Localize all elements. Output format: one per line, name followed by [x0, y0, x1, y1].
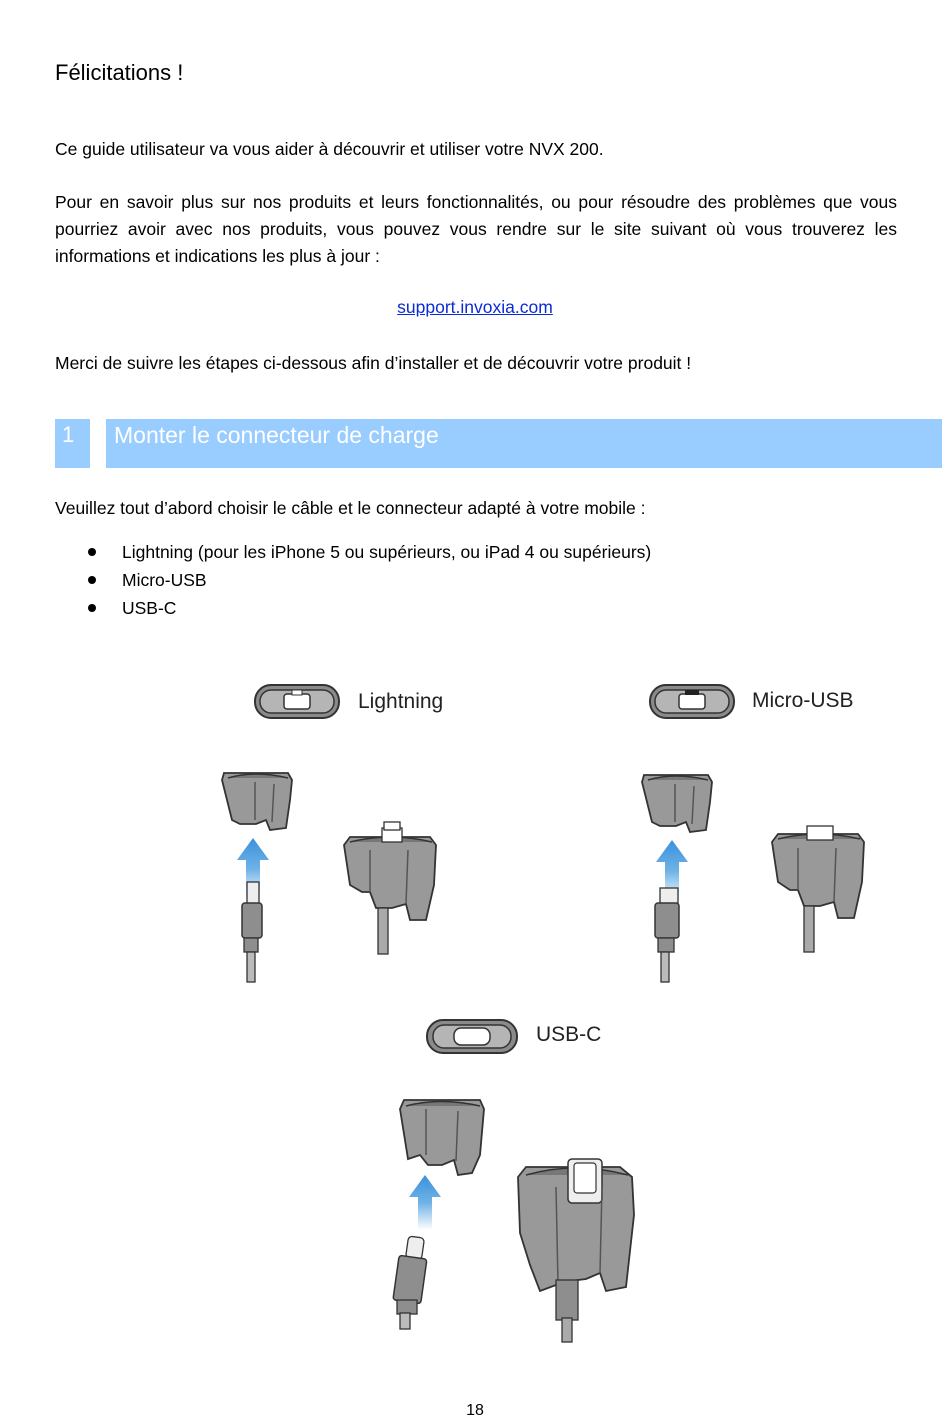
section-title: Monter le connecteur de charge [106, 419, 942, 468]
intro-paragraph-2: Pour en savoir plus sur nos produits et … [55, 192, 897, 266]
usbc-illustration [392, 1019, 635, 1343]
bullet-dot-icon [88, 548, 96, 556]
lightning-illustration [221, 684, 437, 983]
list-item: Micro-USB [55, 566, 651, 594]
support-link[interactable]: support.invoxia.com [397, 297, 553, 317]
microusb-cable-icon [654, 887, 680, 983]
upload-arrow-icon [409, 1175, 441, 1230]
microusb-adapter-icon [641, 774, 713, 833]
connector-list: Lightning (pour les iPhone 5 ou supérieu… [55, 538, 651, 622]
usbc-label: USB-C [536, 1023, 602, 1046]
microusb-assembled-icon [771, 825, 865, 953]
intro-paragraph-1: Ce guide utilisateur va vous aider à déc… [55, 139, 604, 159]
page-title: Félicitations ! [55, 60, 184, 85]
intro-paragraph-3: Merci de suivre les étapes ci-dessous af… [55, 353, 692, 373]
lightning-adapter-icon [221, 772, 293, 831]
section-number: 1 [55, 419, 90, 468]
microusb-label: Micro-USB [752, 689, 854, 712]
support-link-line: support.invoxia.com [0, 297, 950, 318]
lightning-assembled-icon [343, 821, 437, 955]
lightning-label: Lightning [358, 690, 444, 713]
usbc-adapter-icon [399, 1099, 485, 1177]
microusb-connector-top-icon [649, 684, 735, 719]
upload-arrow-icon [656, 840, 688, 902]
usbc-cable-icon [392, 1235, 428, 1330]
bullet-dot-icon [88, 604, 96, 612]
usbc-connector-top-icon [426, 1019, 518, 1054]
microusb-illustration [641, 684, 865, 983]
bullet-dot-icon [88, 576, 96, 584]
page-number: 18 [466, 1402, 484, 1419]
usbc-assembled-icon [517, 1158, 635, 1343]
upload-arrow-icon [237, 838, 269, 900]
list-item: USB-C [55, 594, 651, 622]
section-intro: Veuillez tout d’abord choisir le câble e… [55, 498, 646, 518]
lightning-cable-icon [241, 881, 263, 983]
list-item: Lightning (pour les iPhone 5 ou supérieu… [55, 538, 651, 566]
lightning-connector-top-icon [254, 684, 340, 719]
